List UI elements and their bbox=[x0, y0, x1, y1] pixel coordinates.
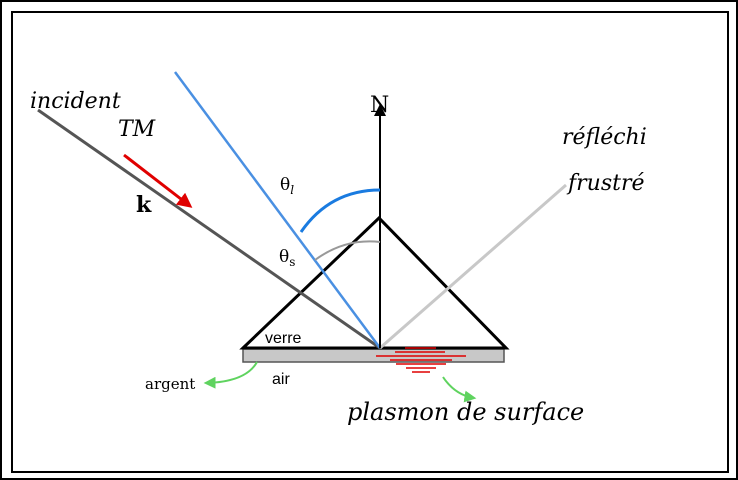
theta-l-arc bbox=[299, 188, 381, 233]
theta-s-arc bbox=[314, 240, 381, 261]
silver-label: argent bbox=[145, 375, 195, 393]
theta-s-label: θs bbox=[279, 247, 295, 269]
reflected-beam bbox=[379, 183, 567, 350]
wavevector-arrow bbox=[123, 153, 193, 208]
glass-prism bbox=[239, 215, 510, 350]
plasmon-waves bbox=[376, 347, 466, 373]
normal-label: N bbox=[370, 93, 389, 118]
air-label: air bbox=[272, 371, 290, 388]
theta-l-label: θl bbox=[280, 175, 294, 197]
polarization-label: TM bbox=[118, 117, 156, 142]
wavevector-label: k bbox=[136, 192, 152, 218]
plasmon-label: plasmon de surface bbox=[347, 398, 584, 426]
reflected-label-line2: frustré bbox=[566, 171, 645, 196]
glass-label: verre bbox=[265, 330, 302, 347]
light-beam bbox=[173, 71, 382, 349]
argent-pointer-icon bbox=[203, 361, 258, 389]
plasmon-pointer-icon bbox=[442, 376, 477, 403]
reflected-label-line1: réfléchi bbox=[562, 125, 647, 150]
incident-label: incident bbox=[30, 89, 121, 114]
incident-beam bbox=[37, 108, 381, 350]
